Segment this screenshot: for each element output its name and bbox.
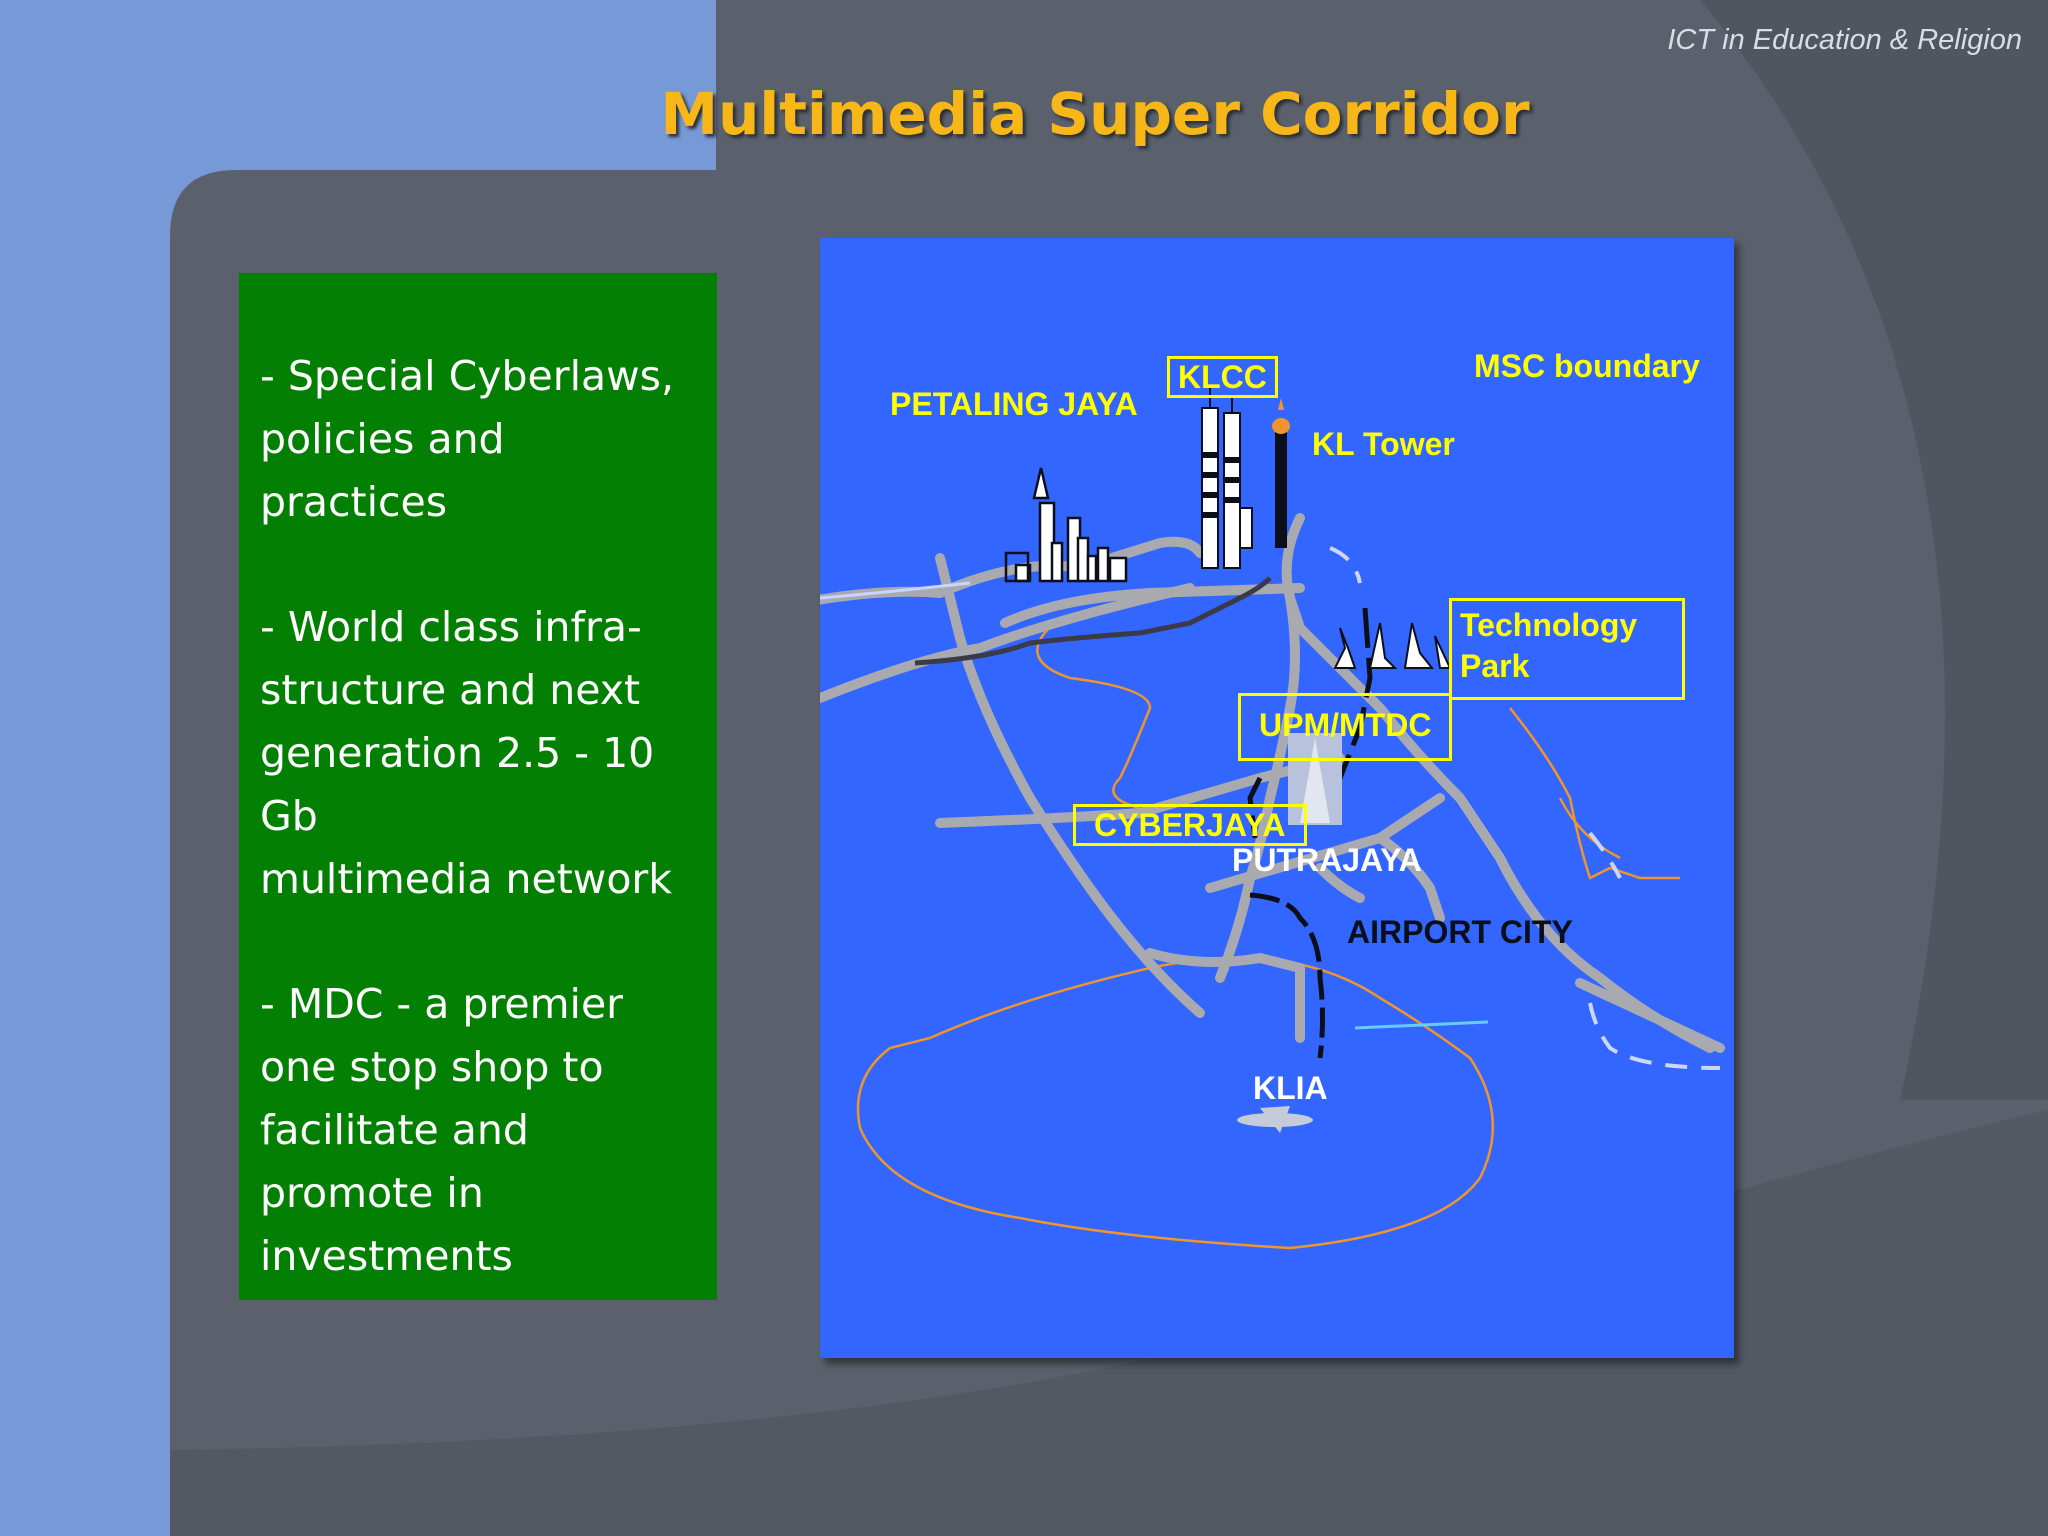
kl-tower-icon <box>1272 398 1290 548</box>
road <box>1315 863 1365 903</box>
boundary-line <box>1036 617 1152 810</box>
bullet-list-box: - Special Cyberlaws, policies and practi… <box>239 273 717 1300</box>
msc-map: MSC boundary KLCC PETALING JAYA KL Tower… <box>820 238 1734 1358</box>
rail-line <box>1247 776 1263 839</box>
rail-line <box>914 576 1272 666</box>
rail-line <box>1249 892 1325 1059</box>
label-klcc: KLCC <box>1167 356 1278 398</box>
airplane-icon <box>1237 1106 1313 1133</box>
msc-boundary-line <box>1509 707 1680 880</box>
label-kl-tower: KL Tower <box>1312 426 1455 462</box>
slide-title: Multimedia Super Corridor <box>660 80 1530 148</box>
label-technology-park: Technology Park <box>1449 598 1685 700</box>
klia-boundary <box>856 956 1495 1250</box>
road <box>1000 583 1305 628</box>
road <box>820 583 1195 703</box>
map-drawing <box>820 388 1725 1250</box>
label-msc-boundary: MSC boundary <box>1474 348 1700 384</box>
label-airport-city: AIRPORT CITY <box>1347 914 1573 950</box>
header-text: ICT in Education & Religion <box>1667 24 2022 56</box>
label-upm-mtdc: UPM/MTDC <box>1238 693 1453 761</box>
technology-park-icon <box>1333 622 1452 669</box>
label-putrajaya: PUTRAJAYA <box>1232 842 1422 878</box>
road <box>1375 833 1445 923</box>
bullet-item: - MDC - a premier one stop shop to facil… <box>260 980 624 1280</box>
msc-boundary-dash <box>1329 546 1362 584</box>
msc-boundary-dash <box>1588 831 1622 879</box>
putrajaya-building-icon <box>1288 733 1342 825</box>
road <box>1215 593 1300 983</box>
road-highlight <box>820 581 971 600</box>
label-petaling-jaya: PETALING JAYA <box>890 386 1138 422</box>
road <box>935 553 1205 1018</box>
bullet-item: - Special Cyberlaws, policies and practi… <box>260 352 675 526</box>
road <box>1575 978 1725 1053</box>
road <box>1145 948 1305 1043</box>
road-highlight <box>1354 1020 1489 1030</box>
msc-boundary-dash <box>1588 1002 1721 1070</box>
label-klia: KLIA <box>1253 1070 1328 1106</box>
twin-towers-icon <box>1201 388 1253 569</box>
bullet-item: - World class infra- structure and next … <box>260 603 673 903</box>
city-skyline-icon <box>1004 467 1128 583</box>
label-cyberjaya: CYBERJAYA <box>1073 804 1307 846</box>
boundary-line <box>1558 797 1621 860</box>
